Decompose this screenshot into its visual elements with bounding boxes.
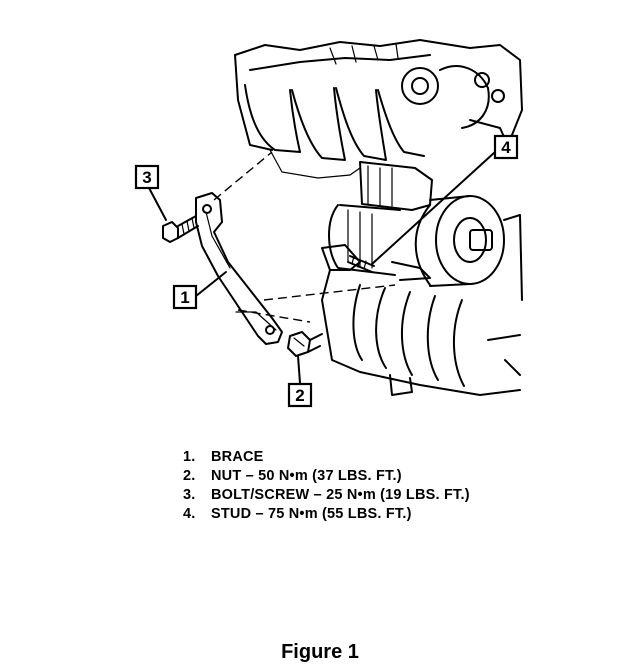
nut-part (287, 331, 323, 357)
callout-3-label: 3 (142, 168, 151, 187)
legend-item-number: 4. (183, 506, 196, 522)
legend-item-number: 2. (183, 468, 196, 484)
figure-caption: Figure 1 (281, 641, 359, 663)
legend-item-text: STUD – 75 N•m (55 LBS. FT.) (211, 506, 412, 522)
callout-3: 3 (134, 164, 160, 190)
engine-brace-diagram: 1 2 3 4 (134, 39, 523, 408)
legend-item: 1. BRACE (183, 448, 470, 467)
brace-part (195, 192, 283, 345)
callout-2-label: 2 (295, 386, 304, 405)
legend-item-number: 1. (183, 449, 196, 465)
alignment-dashed-lines (213, 151, 396, 323)
legend-item: 2. NUT – 50 N•m (37 LBS. FT.) (183, 467, 470, 486)
callout-2: 2 (287, 382, 313, 408)
stud-part (347, 255, 375, 273)
callout-1-label: 1 (180, 288, 189, 307)
engine-assembly-illustration (234, 39, 523, 396)
bolt-screw-part (162, 215, 199, 243)
callout-4-label: 4 (501, 138, 511, 157)
legend-item-number: 3. (183, 487, 196, 503)
callout-leader-lines (147, 151, 496, 384)
callout-1: 1 (172, 284, 198, 310)
legend-item-text: BRACE (211, 449, 264, 465)
legend-item: 4. STUD – 75 N•m (55 LBS. FT.) (183, 505, 470, 524)
legend-item-text: NUT – 50 N•m (37 LBS. FT.) (211, 468, 402, 484)
callout-4: 4 (493, 134, 519, 160)
parts-legend: 1. BRACE 2. NUT – 50 N•m (37 LBS. FT.) 3… (183, 448, 470, 524)
legend-item-text: BOLT/SCREW – 25 N•m (19 LBS. FT.) (211, 487, 470, 503)
legend-item: 3. BOLT/SCREW – 25 N•m (19 LBS. FT.) (183, 486, 470, 505)
